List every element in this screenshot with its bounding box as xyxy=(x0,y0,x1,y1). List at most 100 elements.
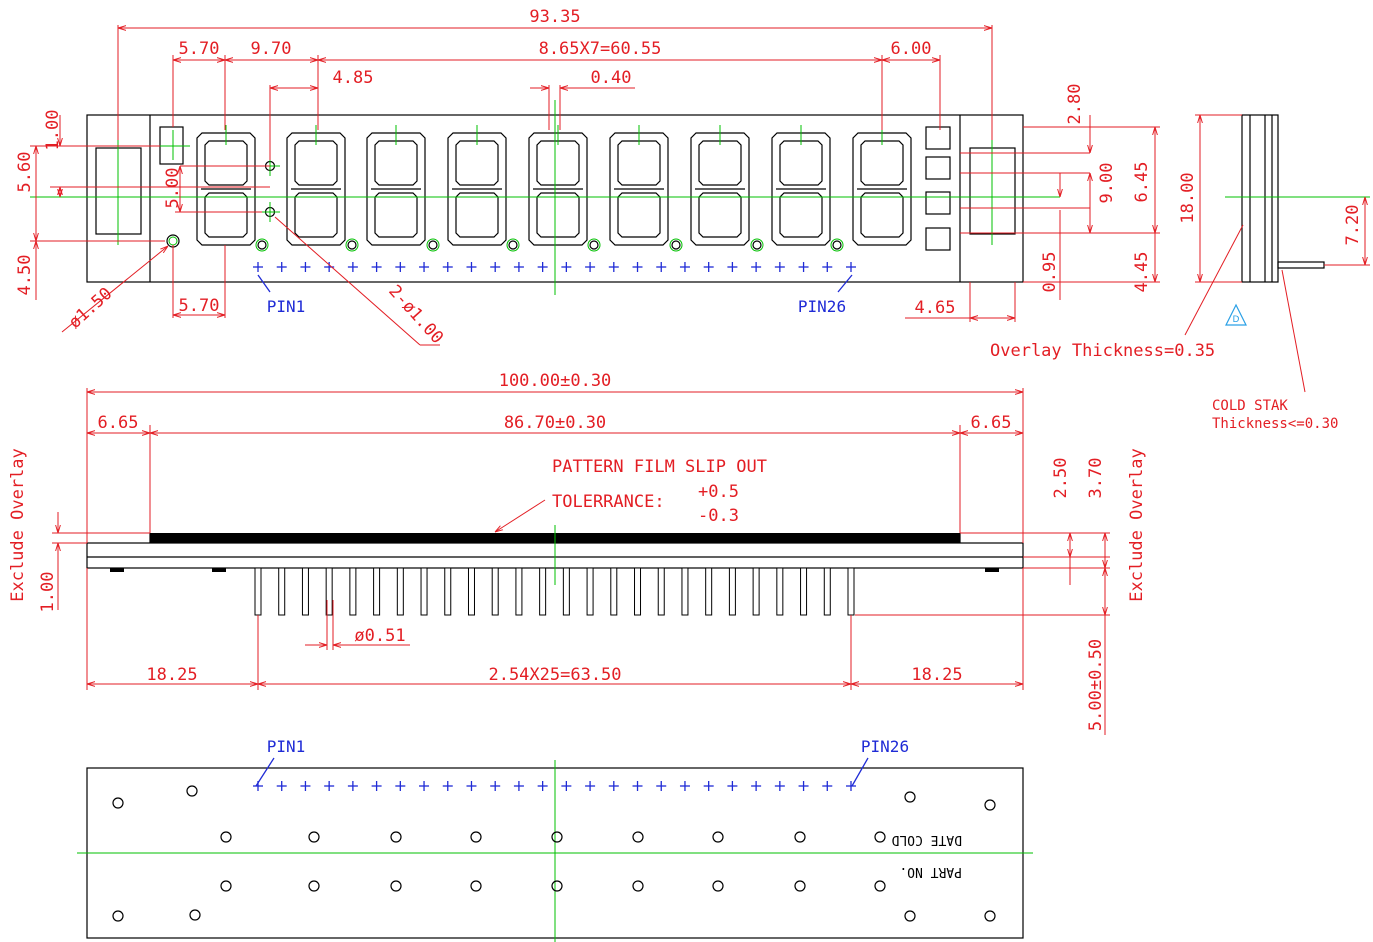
top-pin-14 xyxy=(561,262,572,272)
bottom-hole-22 xyxy=(874,880,886,892)
tolerance-label: TOLERRANCE: xyxy=(552,492,665,512)
decimal-dot-3 xyxy=(428,240,438,250)
dim-095: 0.95 xyxy=(1040,252,1060,293)
front-pin-2 xyxy=(278,567,286,616)
dim-445: 4.45 xyxy=(1132,252,1152,293)
dim-040: 0.40 xyxy=(591,68,632,88)
pin1-label-top: PIN1 xyxy=(267,297,306,316)
front-pin-21 xyxy=(728,567,736,616)
front-pin-23 xyxy=(776,567,784,616)
decimal-dot-8 xyxy=(832,240,842,250)
bottom-view: PIN1 PIN26 DATE COLD PART NO. xyxy=(77,737,1033,942)
front-pin-12 xyxy=(515,567,523,616)
front-pin-22 xyxy=(752,567,760,616)
top-pin-23 xyxy=(774,262,785,272)
note-symbol: D xyxy=(1233,315,1240,325)
bottom-pin-17 xyxy=(632,781,643,791)
bottom-hole-10 xyxy=(632,831,644,843)
top-pin-12 xyxy=(513,262,524,272)
cold-stak-note-line1: COLD STAK xyxy=(1212,398,1288,414)
bottom-pin-row xyxy=(253,781,856,791)
front-pin-13 xyxy=(539,567,547,616)
front-pin-15 xyxy=(586,567,594,616)
bottom-hole-9 xyxy=(551,831,563,843)
dim-overall-100: 100.00±0.30 xyxy=(499,371,612,391)
top-pin-17 xyxy=(632,262,643,272)
pin26-label-bottom: PIN26 xyxy=(861,737,909,756)
top-pin-18 xyxy=(656,262,667,272)
top-pin-8 xyxy=(419,262,430,272)
dim-665-left: 6.65 xyxy=(98,413,139,433)
top-pin-16 xyxy=(608,262,619,272)
front-pin-8 xyxy=(420,567,428,616)
decimal-dot-7 xyxy=(752,240,762,250)
top-pin-22 xyxy=(751,262,762,272)
dim-560: 5.60 xyxy=(15,152,35,193)
bottom-hole-15 xyxy=(308,880,320,892)
bottom-pin-14 xyxy=(561,781,572,791)
bottom-pin-13 xyxy=(537,781,548,791)
bottom-pin-23 xyxy=(774,781,785,791)
pattern-film-note: PATTERN FILM SLIP OUT xyxy=(552,457,767,477)
front-pin-16 xyxy=(610,567,618,616)
front-pin-10 xyxy=(467,567,475,616)
top-pin-1 xyxy=(253,262,263,272)
dim-465: 4.65 xyxy=(915,298,956,318)
decimal-dot-5 xyxy=(589,240,599,250)
top-pin-13 xyxy=(537,262,548,272)
dim-645: 6.45 xyxy=(1132,162,1152,203)
bottom-pin-8 xyxy=(419,781,430,791)
bottom-hole-18 xyxy=(551,880,563,892)
bottom-pin-15 xyxy=(585,781,596,791)
bottom-hole-2 xyxy=(186,785,198,797)
dim-370: 3.70 xyxy=(1086,458,1106,499)
bottom-pin-18 xyxy=(656,781,667,791)
bottom-pin-22 xyxy=(751,781,762,791)
dim-pin-length: 5.00±0.50 xyxy=(1086,639,1106,731)
top-pin-21 xyxy=(727,262,738,272)
bottom-pin-16 xyxy=(608,781,619,791)
dim-digit-pitch: 8.65X7=60.55 xyxy=(539,39,662,59)
side-view: 18.00 7.20 D Overlay Thickness=0.35 COLD… xyxy=(990,114,1370,432)
dim-1825-right: 18.25 xyxy=(911,665,962,685)
pin26-label-top: PIN26 xyxy=(798,297,846,316)
digit-9 xyxy=(852,125,912,246)
bottom-pin-21 xyxy=(727,781,738,791)
bottom-hole-12 xyxy=(794,831,806,843)
top-pin-19 xyxy=(679,262,690,272)
top-pin-4 xyxy=(324,262,335,272)
bottom-hole-26 xyxy=(984,910,996,922)
bottom-holes xyxy=(112,785,996,922)
bottom-hole-11 xyxy=(712,831,724,843)
bottom-hole-20 xyxy=(712,880,724,892)
bottom-hole-8 xyxy=(470,831,482,843)
bottom-hole-13 xyxy=(874,831,886,843)
front-pin-26 xyxy=(847,567,855,616)
digit-4 xyxy=(447,125,507,246)
bottom-pin-20 xyxy=(703,781,714,791)
front-view: 100.00±0.30 6.65 86.70±0.30 6.65 PATTERN… xyxy=(8,371,1147,735)
dim-overall-width: 93.35 xyxy=(529,7,580,27)
digit-7 xyxy=(690,125,750,246)
indicator-box-1 xyxy=(925,126,951,150)
dim-665-right: 6.65 xyxy=(971,413,1012,433)
side-pin xyxy=(1277,261,1325,269)
decimal-points xyxy=(255,238,844,252)
tolerance-plus: +0.5 xyxy=(698,482,739,502)
top-pin-24 xyxy=(798,262,809,272)
dim-100-top: 1.00 xyxy=(43,110,63,151)
dim-250: 2.50 xyxy=(1051,458,1071,499)
front-pin-14 xyxy=(562,567,570,616)
front-pin-24 xyxy=(800,567,808,616)
seven-segment-digits xyxy=(196,125,912,246)
bottom-pin-5 xyxy=(347,781,358,791)
digit-5 xyxy=(528,125,588,246)
dim-500: 5.00 xyxy=(163,168,183,209)
part-no-text: PART NO. xyxy=(899,864,962,879)
dim-100-front: 1.00 xyxy=(38,572,58,613)
dim-720: 7.20 xyxy=(1343,205,1363,246)
bottom-pin-3 xyxy=(300,781,311,791)
front-pin-25 xyxy=(823,567,831,616)
dim-1825-left: 18.25 xyxy=(146,665,197,685)
bottom-pin-10 xyxy=(466,781,477,791)
